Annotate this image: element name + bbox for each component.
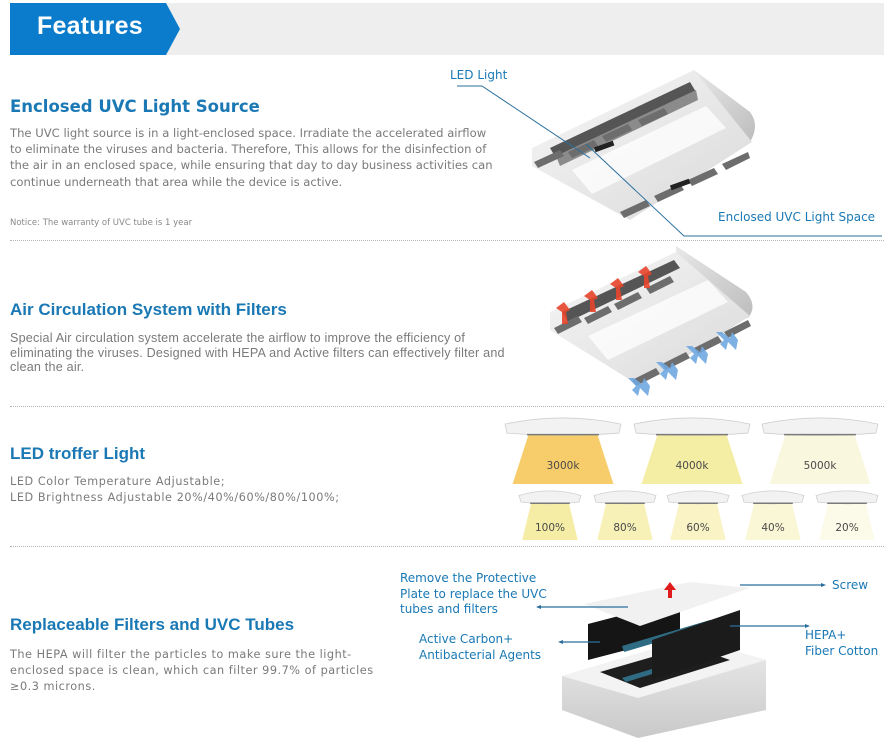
callout-line: Plate to replace the UVC [400, 586, 547, 601]
cct-4000k-light-beam [641, 431, 743, 484]
brightness-60-light-beam [670, 501, 726, 540]
brightness-40-fixture [741, 490, 805, 505]
section-divider [10, 240, 884, 241]
brightness-40-light-beam [745, 501, 801, 540]
intake-arrows [628, 332, 738, 396]
callout-protective-plate: Remove the Protective Plate to replace t… [400, 571, 547, 618]
body-line: to eliminate the viruses and bacteria. T… [10, 142, 487, 157]
exhaust-arrows [556, 266, 652, 324]
uvc-device-illustration [457, 70, 882, 237]
section-heading-air-circulation: Air Circulation System with Filters [10, 300, 287, 319]
callout-led-light: LED Light [450, 68, 508, 82]
brightness-60-fixture [666, 490, 730, 505]
features-title: Features [37, 12, 143, 40]
led-light-leader-line [457, 85, 591, 159]
brightness-20-light-beam [819, 501, 875, 540]
section-heading-uvc: Enclosed UVC Light Source [10, 97, 260, 116]
body-line: eliminating the viruses. Designed with H… [10, 345, 505, 360]
brightness-20-label: 20% [835, 522, 859, 534]
callout-uvc-light-space: Enclosed UVC Light Space [718, 210, 876, 224]
cct-4000k-label: 4000k [675, 460, 709, 472]
brightness-80-illustration [593, 490, 657, 540]
brightness-20-fixture [815, 490, 879, 505]
callout-line: Active Carbon+ [419, 632, 514, 646]
section-heading-replaceable: Replaceable Filters and UVC Tubes [10, 615, 295, 634]
exploded-device-illustration [536, 582, 826, 738]
cct-3000k-illustration [504, 417, 622, 484]
brightness-60-illustration [666, 490, 730, 540]
cct-5000k-illustration [761, 417, 879, 484]
cct-3000k-label: 3000k [546, 460, 580, 472]
section-heading-led-troffer: LED troffer Light [10, 444, 146, 463]
cct-3000k-fixture [504, 417, 622, 436]
brightness-100-fixture [518, 490, 582, 505]
callout-line: tubes and filters [400, 602, 498, 616]
brightness-80-fixture [593, 490, 657, 505]
brightness-100-light-beam [522, 501, 578, 540]
protective-plate [584, 582, 750, 626]
cct-3000k-light-beam [512, 431, 614, 484]
body-line: LED Brightness Adjustable 20%/40%/60%/80… [10, 491, 340, 504]
body-line: The UVC light source is in a light-enclo… [10, 126, 487, 140]
features-banner-tab [10, 3, 180, 55]
cct-4000k-illustration [633, 417, 751, 484]
section-body-led-troffer: LED Color Temperature Adjustable; LED Br… [10, 474, 340, 506]
callout-hepa: HEPA+ Fiber Cotton [805, 628, 878, 659]
brightness-100-label: 100% [534, 522, 566, 534]
callout-line: Fiber Cotton [805, 643, 879, 658]
lift-arrow-icon [664, 582, 676, 598]
section-body-replaceable: The HEPA will filter the particles to ma… [10, 647, 374, 695]
brightness-100-illustration [518, 490, 582, 540]
hepa-filter [652, 610, 740, 680]
body-line: enclosed space is clean, which can filte… [10, 664, 374, 677]
air-circulation-illustration [550, 246, 753, 396]
callout-active-carbon: Active Carbon+ Antibacterial Agents [419, 632, 541, 663]
uvc-space-leader-line [585, 143, 882, 237]
cct-4000k-fixture [633, 417, 751, 436]
brightness-40-label: 40% [761, 522, 785, 534]
brightness-80-light-beam [597, 501, 653, 540]
body-line: continue underneath that area while the … [10, 174, 343, 189]
section-body-uvc: The UVC light source is in a light-enclo… [10, 125, 493, 190]
callout-screw: Screw [832, 578, 869, 592]
body-line: ≥0.3 microns. [10, 680, 96, 693]
brightness-60-label: 60% [686, 522, 710, 534]
body-line: the air in an enclosed space, while ensu… [10, 158, 493, 173]
body-line: The HEPA will filter the particles to ma… [10, 648, 352, 661]
section-divider [10, 406, 884, 407]
section-body-air-circulation: Special Air circulation system accelerat… [10, 331, 505, 375]
cct-5000k-light-beam [769, 431, 871, 484]
body-line: clean the air. [10, 360, 85, 374]
body-line: LED Color Temperature Adjustable; [10, 475, 226, 488]
cct-5000k-label: 5000k [803, 460, 837, 472]
section-divider [10, 546, 884, 547]
brightness-40-illustration [741, 490, 805, 540]
callout-line: Antibacterial Agents [419, 647, 542, 662]
brightness-80-label: 80% [613, 522, 637, 534]
warranty-notice: Notice: The warranty of UVC tube is 1 ye… [10, 218, 193, 228]
brightness-20-illustration [815, 490, 879, 540]
body-line: Special Air circulation system accelerat… [10, 331, 466, 345]
cct-5000k-fixture [761, 417, 879, 436]
callout-line: Remove the Protective [400, 571, 537, 585]
callout-line: HEPA+ [805, 628, 847, 642]
